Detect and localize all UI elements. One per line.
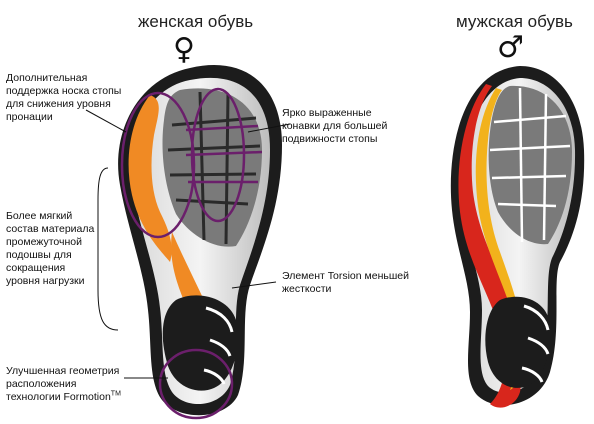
torsion-note: Элемент Torsion меньшей жесткости — [282, 270, 409, 295]
womens-orange-forefoot — [128, 95, 172, 262]
toe-support-circle — [120, 91, 196, 239]
midsole-note: Более мягкий состав материала промежуточ… — [6, 210, 95, 287]
mens-heel-pod — [485, 296, 551, 388]
formotion-note: Улучшенная геометрия расположения технол… — [6, 365, 121, 403]
female-symbol-icon: ♀ — [173, 32, 195, 67]
womens-heel-lines — [203, 306, 234, 385]
formotion-last-line: технологии Formotion — [6, 391, 111, 403]
callout-pointers — [85, 109, 291, 379]
toe-support-note: Дополнительная поддержка носка стопы для… — [6, 72, 122, 123]
womens-heel-pod — [162, 295, 238, 391]
male-symbol-icon: ♂ — [497, 30, 524, 65]
formotion-circle — [158, 348, 234, 420]
womens-sole — [118, 65, 282, 420]
mens-sole — [450, 66, 585, 408]
womens-title: женская обувь — [138, 12, 254, 31]
grooves-note: Ярко выраженные конавки для большей подв… — [282, 107, 388, 145]
mens-title: мужская обувь — [456, 12, 573, 31]
groove-highlight-lines — [185, 124, 263, 184]
trademark-mark: TM — [110, 390, 121, 398]
mens-tread-grooves — [489, 87, 571, 243]
mens-heel-lines — [521, 304, 550, 383]
